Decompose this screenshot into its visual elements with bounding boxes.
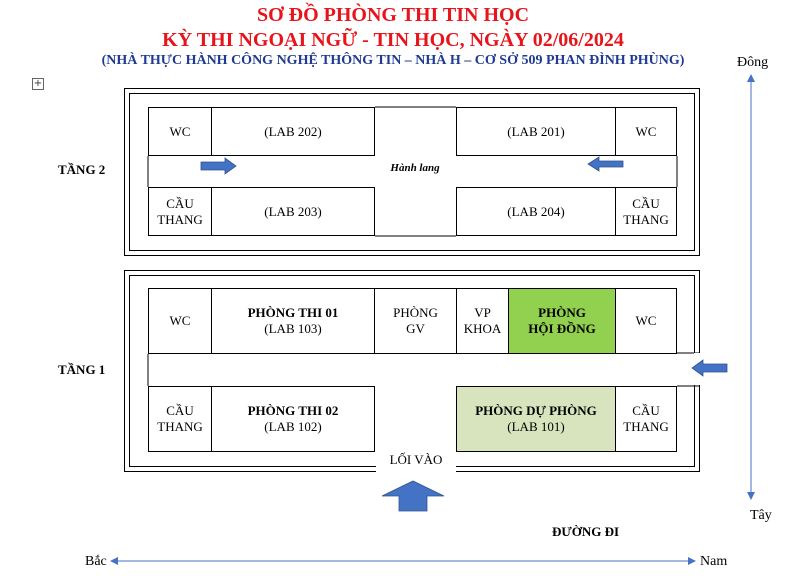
page-subtitle: (NHÀ THỰC HÀNH CÔNG NGHỆ THÔNG TIN – NHÀ… bbox=[101, 53, 685, 68]
entrance-label: LỐI VÀO bbox=[389, 452, 443, 467]
compass-north-label: Bắc bbox=[85, 554, 107, 569]
side-entrance-arrow-icon bbox=[691, 359, 728, 377]
floor2-inner-frame bbox=[129, 93, 695, 251]
floor2-label: TẦNG 2 bbox=[58, 162, 106, 177]
compass-east-label: Đông bbox=[737, 55, 769, 70]
floor2-wc-right: WC bbox=[615, 107, 677, 156]
room-lab202: (LAB 202) bbox=[211, 107, 375, 156]
arrow-right-icon bbox=[688, 557, 696, 565]
arrow-left-icon bbox=[110, 557, 118, 565]
arrow-down-icon bbox=[747, 492, 755, 500]
floor1-wc-right: WC bbox=[615, 288, 677, 354]
hallway-label: Hành lang bbox=[390, 162, 440, 174]
hallway-arrow-left-icon bbox=[587, 156, 624, 172]
compass-south-label: Nam bbox=[700, 554, 728, 569]
exam-room-02: PHÒNG THI 02(LAB 102) bbox=[211, 386, 375, 452]
road-label: ĐƯỜNG ĐI bbox=[552, 524, 620, 539]
floor1-wc-left: WC bbox=[148, 288, 212, 354]
compass-west-label: Tây bbox=[750, 508, 772, 523]
exam-room-01: PHÒNG THI 01(LAB 103) bbox=[211, 288, 375, 354]
table-move-icon[interactable]: + bbox=[32, 78, 44, 90]
room-lab201: (LAB 201) bbox=[456, 107, 616, 156]
room-lab203: (LAB 203) bbox=[211, 187, 375, 236]
floor2-outer-frame bbox=[124, 88, 700, 256]
main-entrance-arrow-icon bbox=[381, 480, 445, 512]
hallway-arrow-right-icon bbox=[200, 157, 237, 175]
main-entrance-gap bbox=[376, 464, 456, 473]
page-title-line2: KỲ THI NGOẠI NGỮ - TIN HỌC, NGÀY 02/06/2… bbox=[162, 29, 624, 51]
arrow-up-icon bbox=[747, 74, 755, 82]
floor1-label: TẦNG 1 bbox=[58, 362, 106, 377]
page-title: SƠ ĐỒ PHÒNG THI TIN HỌC bbox=[256, 4, 530, 26]
reserve-room: PHÒNG DỰ PHÒNG(LAB 101) bbox=[456, 386, 616, 452]
